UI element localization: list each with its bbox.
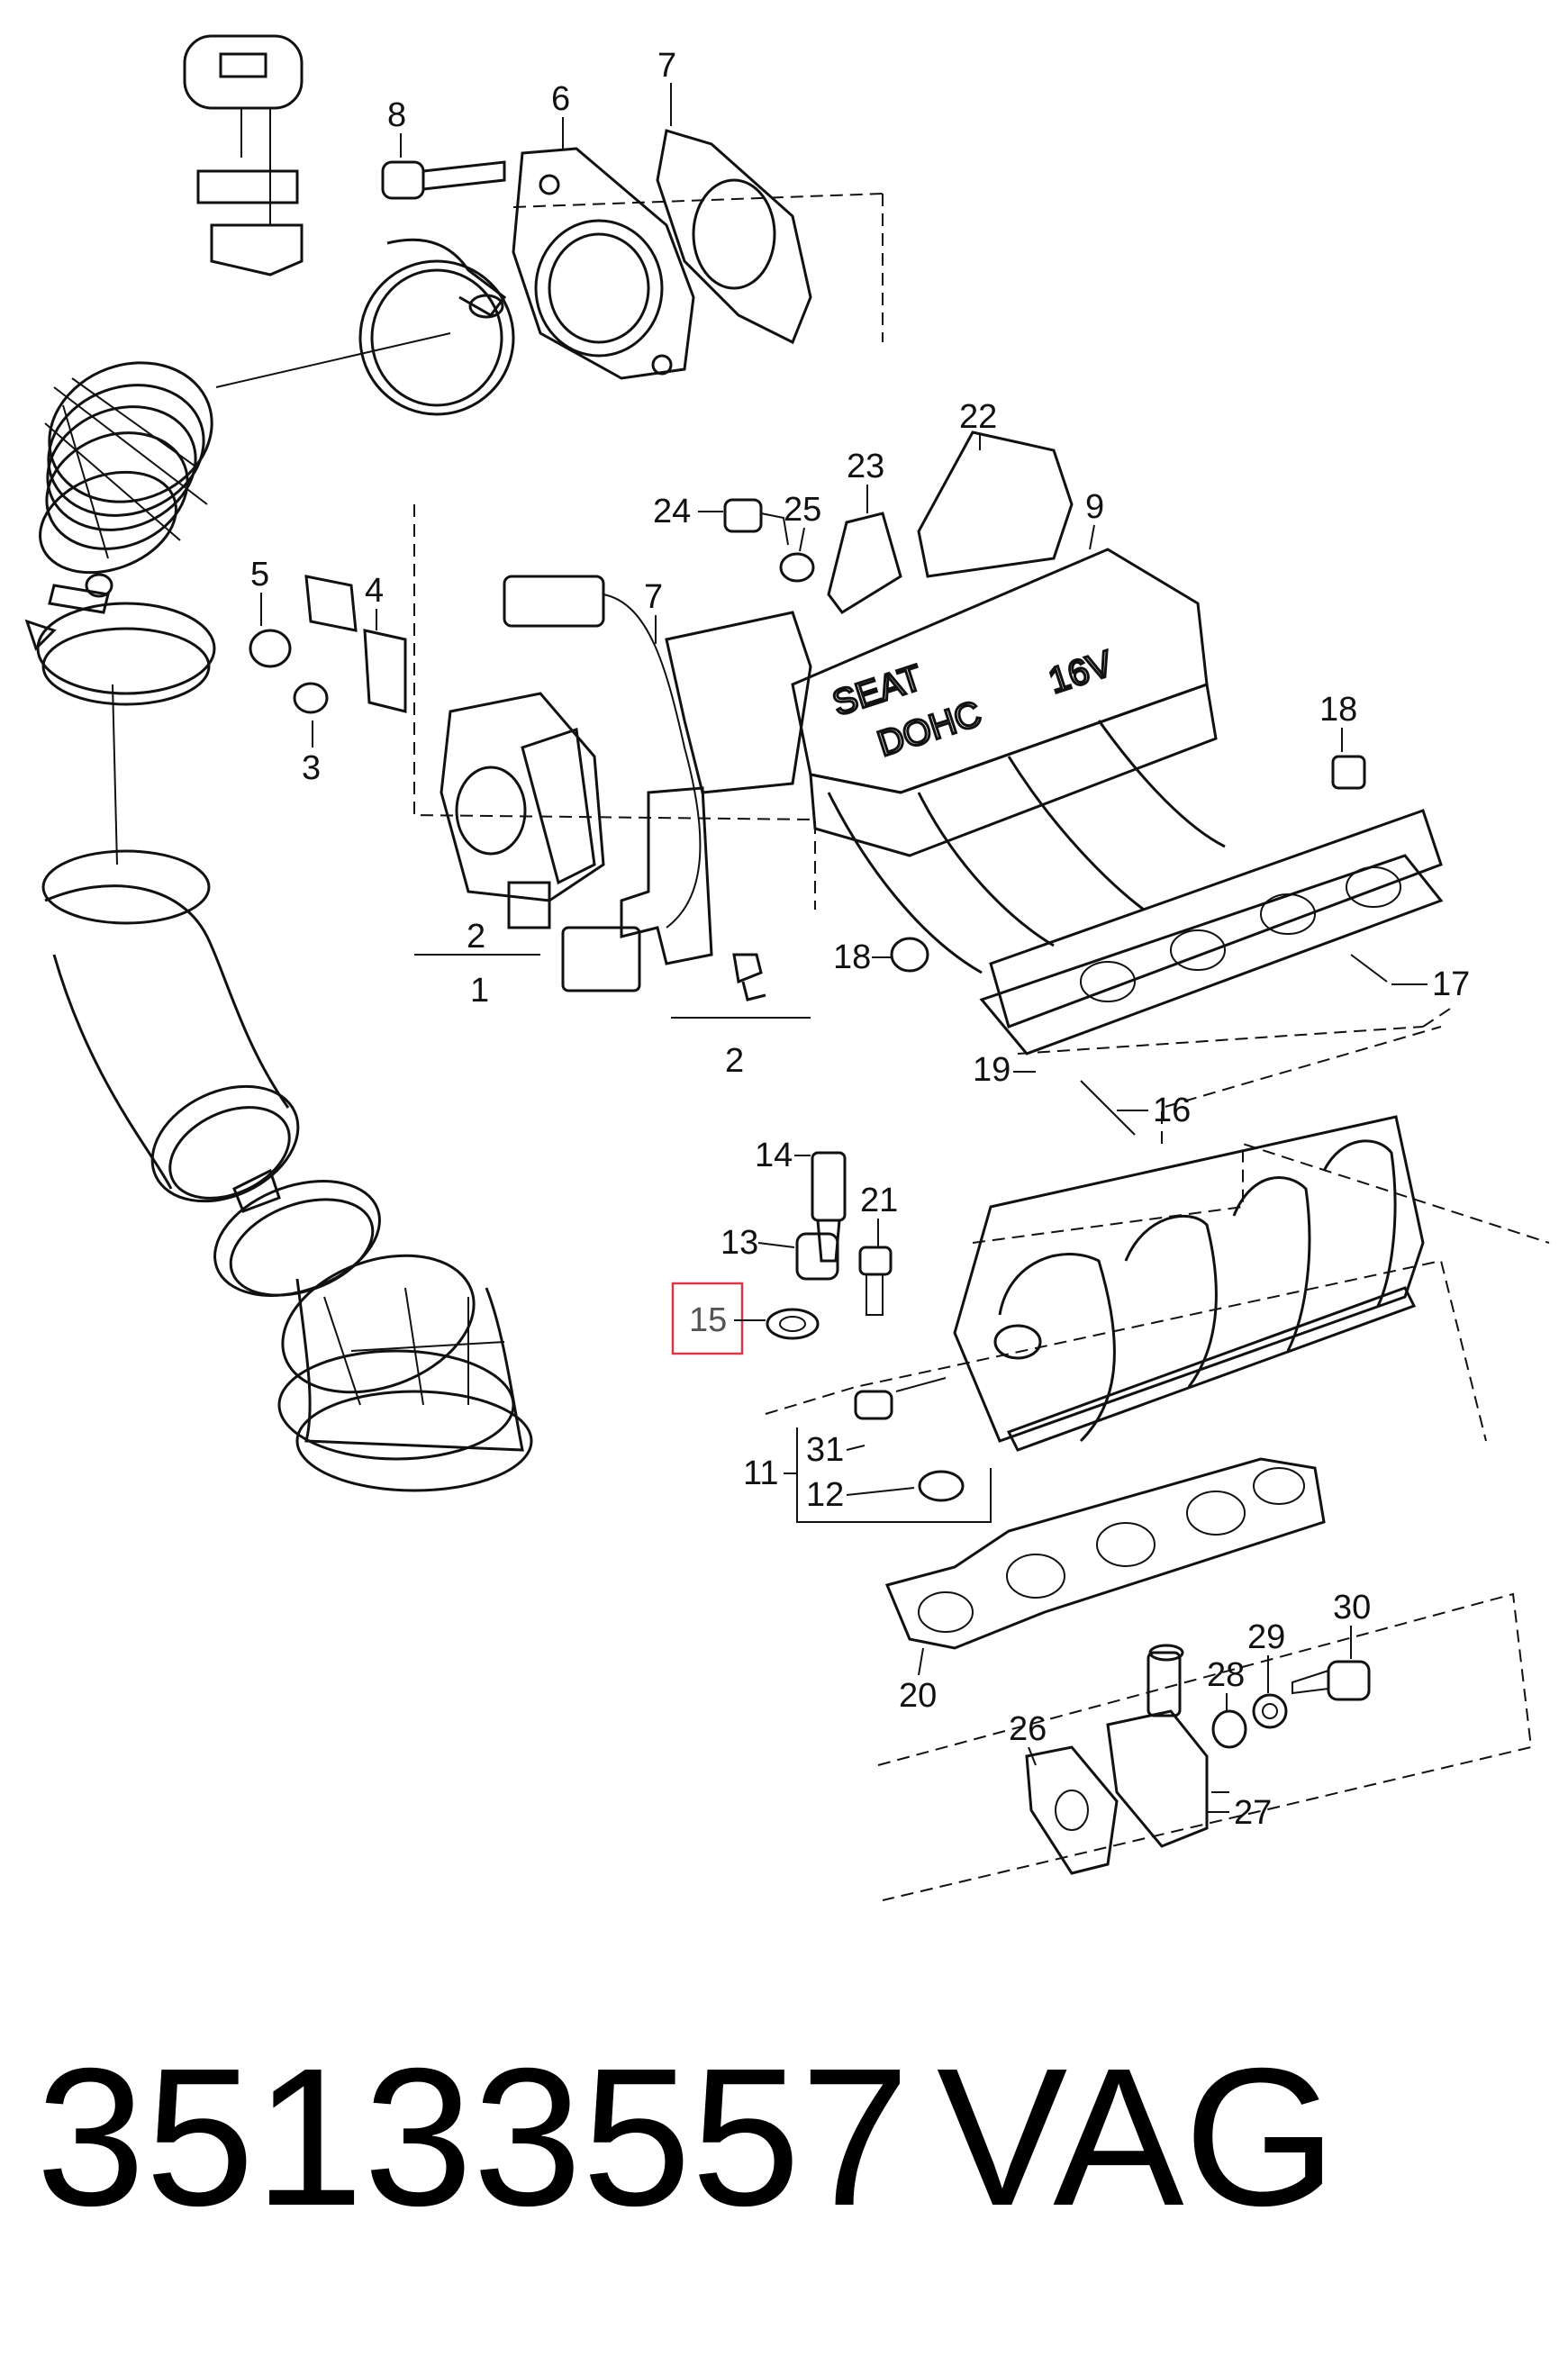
manifold-valves-lettering: 16V bbox=[1044, 644, 1118, 702]
hose-support-bracket bbox=[183, 34, 304, 276]
lower-intake-manifold bbox=[765, 1115, 1550, 1502]
callout-11: 11 bbox=[743, 1454, 778, 1492]
callout-17: 17 bbox=[1432, 965, 1470, 1003]
brand-name: VAG bbox=[937, 2028, 1337, 2247]
throttle-body-assembly bbox=[249, 504, 816, 1019]
callout-2-second: 2 bbox=[725, 1042, 744, 1080]
callout-9: 9 bbox=[1085, 488, 1104, 526]
highlight-box bbox=[671, 1282, 744, 1355]
callout-7: 7 bbox=[657, 47, 676, 85]
flange-clamp-gasket-group bbox=[358, 129, 884, 416]
callout-8: 8 bbox=[387, 96, 406, 134]
callout-20: 20 bbox=[899, 1677, 937, 1715]
part-number: 35133557 bbox=[36, 2028, 910, 2247]
callout-23: 23 bbox=[847, 448, 884, 485]
callout-2: 2 bbox=[467, 918, 485, 956]
upper-intake-manifold: SEAT DOHC 16V bbox=[665, 430, 1451, 1144]
callout-16: 16 bbox=[1153, 1092, 1191, 1129]
callout-14: 14 bbox=[755, 1137, 793, 1174]
callout-21: 21 bbox=[860, 1182, 898, 1219]
callout-28: 28 bbox=[1207, 1656, 1245, 1694]
callout-labels: 8 6 7 22 23 24 25 9 5 4 3 7 18 2 1 18 17… bbox=[250, 47, 1470, 1832]
callout-22: 22 bbox=[959, 398, 997, 436]
callout-13: 13 bbox=[721, 1224, 758, 1262]
callout-30: 30 bbox=[1333, 1589, 1371, 1627]
callout-3: 3 bbox=[302, 749, 321, 787]
callout-15-highlighted: 15 bbox=[689, 1301, 727, 1339]
callout-12: 12 bbox=[806, 1476, 844, 1514]
manifold-gasket-and-flange bbox=[877, 1457, 1533, 1901]
callout-27: 27 bbox=[1234, 1794, 1272, 1832]
callout-18: 18 bbox=[1319, 691, 1357, 729]
callout-24: 24 bbox=[653, 493, 691, 530]
callout-6: 6 bbox=[551, 80, 570, 118]
callout-5: 5 bbox=[250, 556, 269, 594]
callout-4: 4 bbox=[365, 572, 384, 610]
callout-19: 19 bbox=[973, 1051, 1011, 1089]
callout-18-second: 18 bbox=[833, 938, 871, 976]
callout-25: 25 bbox=[784, 491, 821, 529]
intake-hose-assembly bbox=[24, 332, 533, 1492]
callout-29: 29 bbox=[1247, 1618, 1285, 1656]
callout-7-second: 7 bbox=[644, 578, 663, 616]
callout-26: 26 bbox=[1009, 1710, 1047, 1748]
callout-31: 31 bbox=[806, 1431, 844, 1469]
callout-1: 1 bbox=[470, 972, 489, 1010]
